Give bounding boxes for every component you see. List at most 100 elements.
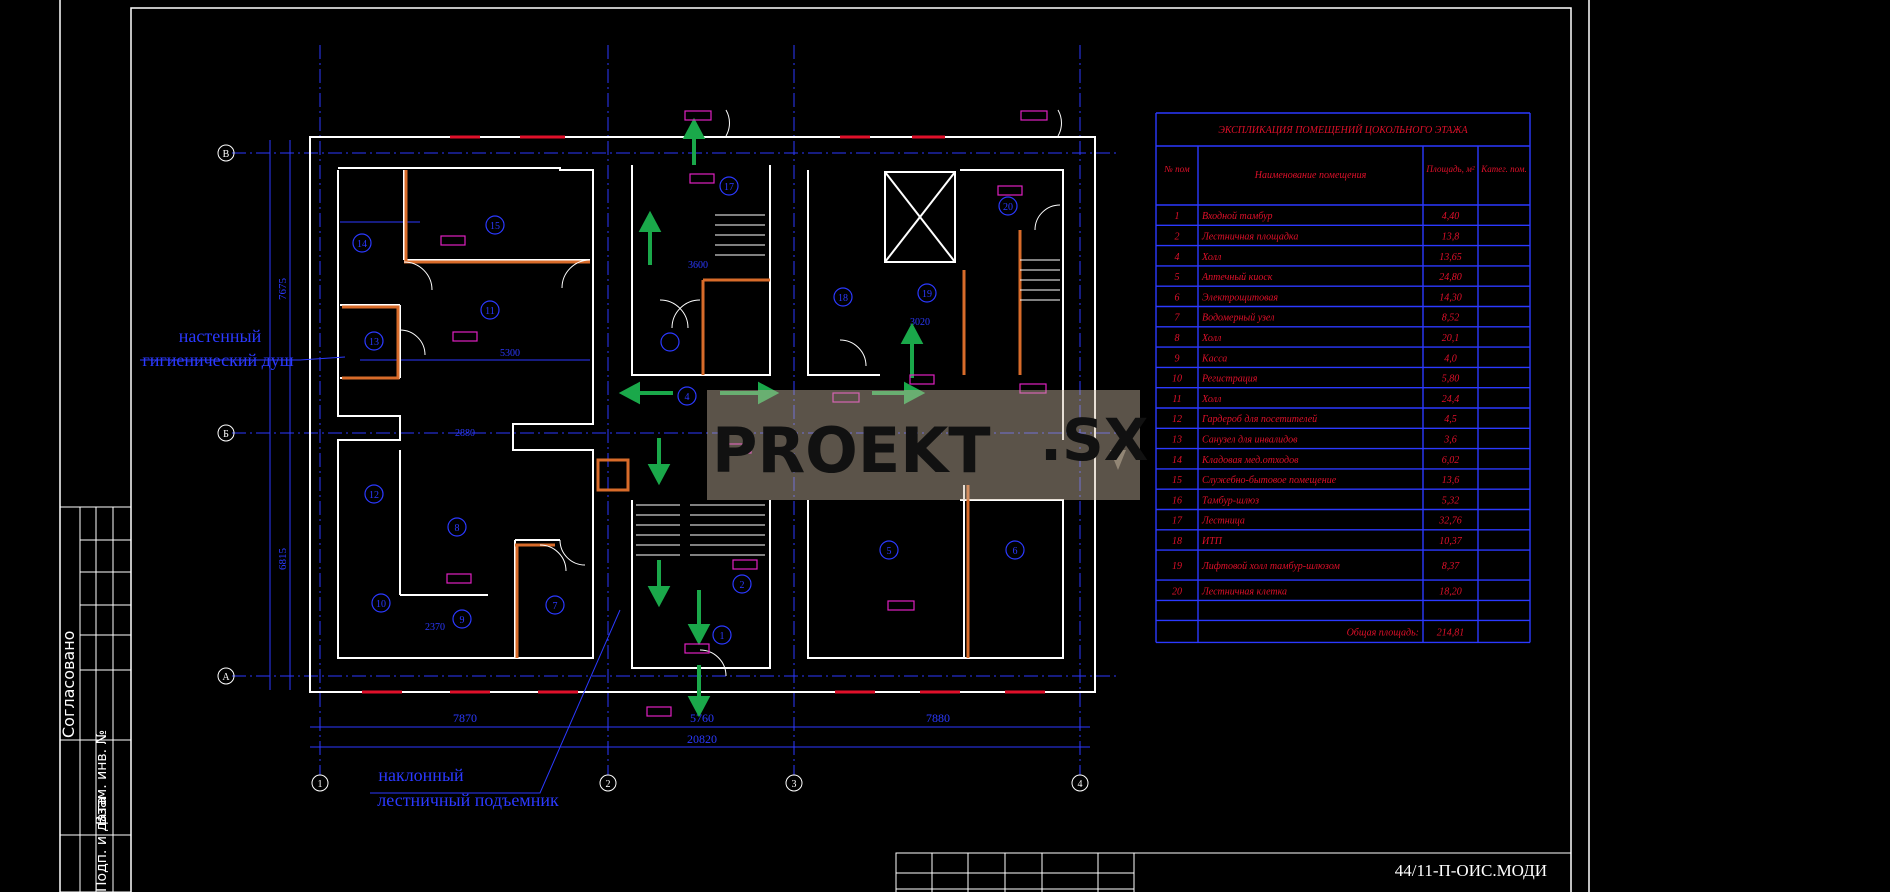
room-14: 14: [357, 239, 367, 250]
room-11: 11: [485, 306, 495, 317]
table-cell-area: 13,6: [1442, 475, 1460, 486]
table-cell-num: 5: [1175, 272, 1180, 283]
table-cell-area: 6,02: [1442, 455, 1460, 466]
room-4: 4: [685, 392, 690, 403]
table-title: ЭКСПЛИКАЦИЯ ПОМЕЩЕНИЙ ЦОКОЛЬНОГО ЭТАЖА: [1218, 124, 1468, 136]
table-cell-area: 32,76: [1438, 516, 1462, 527]
room-6: 6: [1013, 546, 1018, 557]
table-cell-area: 13,8: [1442, 231, 1460, 242]
table-cell-area: 5,32: [1442, 495, 1460, 506]
axis-row-v: В: [223, 149, 230, 160]
table-header-area: Площадь, м²: [1425, 164, 1474, 174]
dim-5300: 5300: [500, 348, 520, 359]
table-total-value: 214,81: [1437, 627, 1465, 638]
dimension-lines: [269, 140, 1090, 748]
table-cell-num: 1: [1175, 211, 1180, 222]
table-cell-num: 15: [1172, 475, 1182, 486]
table-cell-name: Входной тамбур: [1202, 211, 1272, 222]
dim-3020: 3020: [910, 317, 930, 328]
room-12: 12: [369, 490, 379, 501]
table-cell-area: 20,1: [1442, 333, 1460, 344]
table-cell-area: 5,80: [1442, 374, 1460, 385]
left-stamp: [59, 506, 132, 892]
doors: [399, 109, 1062, 677]
annotation-leaders: [140, 356, 621, 794]
table-header-cat: Катег. пом.: [1480, 164, 1527, 174]
drawing-code: 44/11-П-ОИС.МОДИ: [1395, 861, 1547, 880]
table-cell-name: Холл: [1201, 333, 1222, 344]
room-20: 20: [1003, 202, 1013, 213]
dim-7880: 7880: [926, 711, 950, 725]
annotation-lift-line1: наклонный: [378, 765, 464, 785]
axis-grid: [232, 45, 1120, 775]
table-cell-num: 4: [1175, 252, 1180, 263]
table-cell-num: 13: [1172, 434, 1182, 445]
watermark: PROEKT .SX: [707, 390, 1149, 500]
sidebar-inv: Взам. инв. №: [94, 730, 110, 825]
building-walls: [309, 136, 1096, 693]
room-5: 5: [887, 546, 892, 557]
dim-20820: 20820: [687, 732, 717, 746]
table-header-name: Наименование помещения: [1254, 170, 1367, 181]
watermark-proekt: PROEKT: [712, 414, 991, 487]
room-10: 10: [376, 599, 386, 610]
table-cell-name: Кладовая мед.отходов: [1201, 455, 1299, 466]
table-cell-num: 12: [1172, 414, 1182, 425]
table-cell-area: 4,0: [1444, 353, 1457, 364]
dim-6815: 6815: [277, 548, 289, 571]
table-cell-area: 14,30: [1439, 292, 1462, 303]
table-cell-name: Регистрация: [1201, 374, 1258, 385]
sidebar-agreed: Согласовано: [59, 631, 78, 738]
windows: [362, 135, 1045, 694]
table-cell-name: Гардероб для посетителей: [1201, 414, 1317, 425]
room-18: 18: [838, 293, 848, 304]
annotation-shower-line2: гигиенический душ: [142, 350, 293, 370]
room-1: 1: [720, 631, 725, 642]
room-8: 8: [455, 523, 460, 534]
table-cell-name: Касса: [1201, 353, 1227, 364]
room-15: 15: [490, 221, 500, 232]
table-cell-name: ИТП: [1201, 536, 1223, 547]
table-cell-area: 24,80: [1439, 272, 1462, 283]
table-header-num: № пом: [1163, 164, 1189, 174]
dim-2880: 2880: [455, 428, 475, 439]
table-cell-num: 16: [1172, 495, 1182, 506]
level-markers: [440, 110, 1048, 717]
table-cell-name: Служебно-бытовое помещение: [1202, 475, 1337, 486]
axis-row-a: А: [222, 672, 230, 683]
table-cell-area: 24,4: [1442, 394, 1460, 405]
table-cell-name: Лифтовой холл тамбур-шлюзом: [1201, 561, 1340, 572]
dim-2370: 2370: [425, 622, 445, 633]
axis-col-2: 2: [606, 779, 611, 790]
table-cell-name: Тамбур-шлюз: [1202, 495, 1259, 506]
table-cell-area: 4,5: [1444, 414, 1457, 425]
dim-3600: 3600: [688, 260, 708, 271]
table-cell-name: Аптечный киоск: [1201, 272, 1273, 283]
table-cell-area: 8,52: [1442, 313, 1460, 324]
table-cell-name: Лестничная клетка: [1201, 586, 1287, 597]
table-cell-num: 6: [1175, 292, 1180, 303]
table-cell-name: Лестничная площадка: [1201, 231, 1298, 242]
table-cell-area: 13,65: [1439, 252, 1462, 263]
axis-row-b: Б: [223, 429, 229, 440]
table-cell-num: 7: [1175, 313, 1181, 324]
axis-col-1: 1: [318, 779, 323, 790]
axis-bubbles: В Б А 1 2 3 4: [217, 144, 1089, 792]
stairs: [636, 214, 1060, 556]
room-13: 13: [369, 337, 379, 348]
table-cell-num: 10: [1172, 374, 1182, 385]
room-17: 17: [724, 182, 734, 193]
table-cell-num: 2: [1175, 231, 1180, 242]
room-markers: [352, 176, 1025, 645]
room-9: 9: [460, 615, 465, 626]
evacuation-arrows: [618, 117, 926, 718]
table-cell-area: 8,37: [1442, 561, 1461, 572]
watermark-sx: .SX: [1040, 406, 1149, 474]
room-7: 7: [553, 601, 558, 612]
table-cell-num: 19: [1172, 561, 1182, 572]
table-cell-num: 8: [1175, 333, 1180, 344]
room-19: 19: [922, 289, 932, 300]
explication-table: ЭКСПЛИКАЦИЯ ПОМЕЩЕНИЙ ЦОКОЛЬНОГО ЭТАЖА № …: [1155, 112, 1531, 644]
title-block: [895, 852, 1572, 892]
